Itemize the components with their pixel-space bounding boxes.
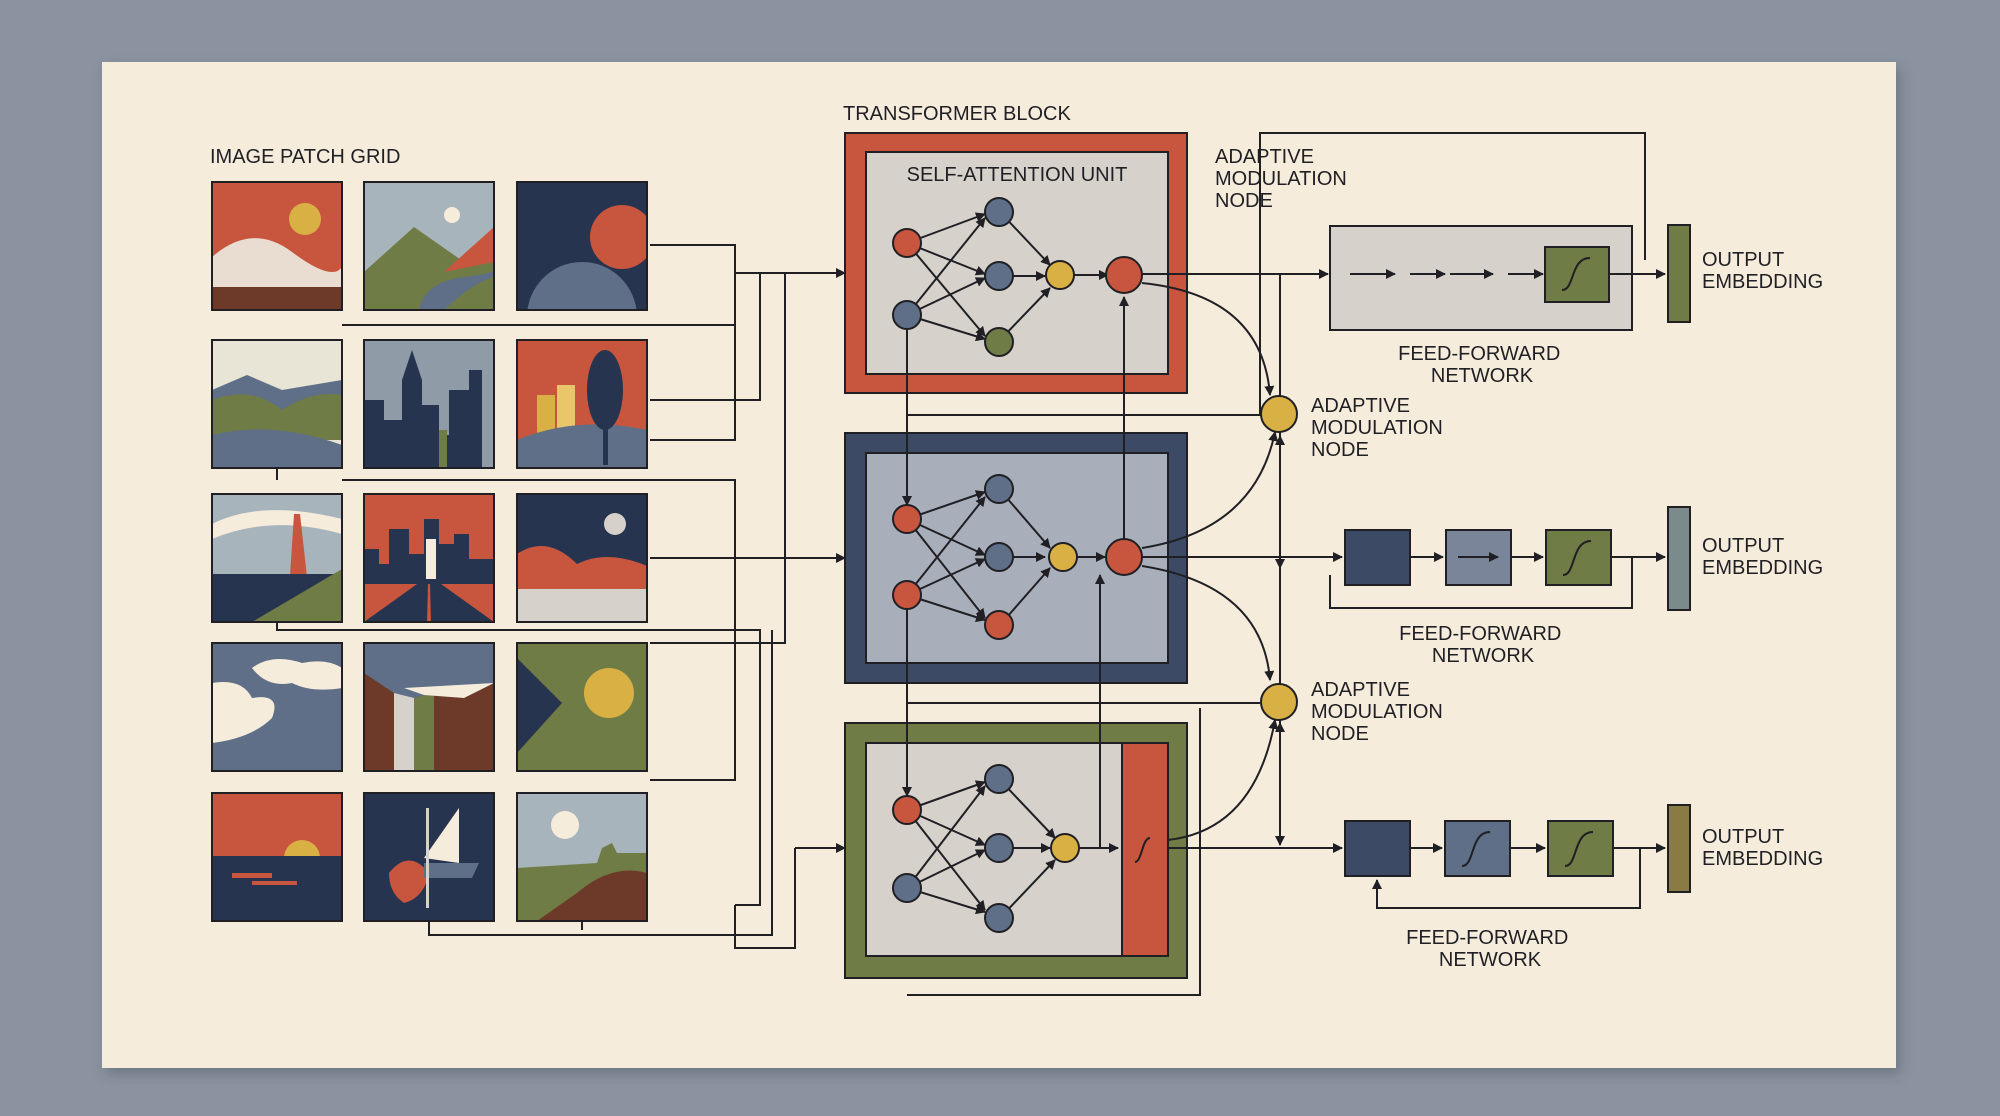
patch-tile-triangle-sun xyxy=(516,642,648,772)
patch-tile-night-moon xyxy=(516,493,648,623)
patch-tile-canyon-walls xyxy=(363,642,495,772)
output-embedding-bar-3 xyxy=(1667,804,1691,893)
ffn-label-2: FEED-FORWARD NETWORK xyxy=(1399,623,1567,667)
transformer-block-low xyxy=(844,722,1188,979)
feed-forward-network-3 xyxy=(1168,804,1691,909)
image-patch-grid xyxy=(211,181,648,922)
adaptive-label-top: ADAPTIVE MODULATION NODE xyxy=(1215,146,1352,212)
patch-tile-moon-night xyxy=(516,181,648,311)
transformer-block-title: TRANSFORMER BLOCK xyxy=(843,103,1071,125)
feed-forward-network-2 xyxy=(1142,506,1691,611)
patch-tile-mountain-road xyxy=(211,493,343,623)
adaptive-label-low: ADAPTIVE MODULATION NODE xyxy=(1311,679,1448,745)
adaptive-node-lower xyxy=(1260,683,1298,721)
patch-tile-city-skyline xyxy=(363,339,495,469)
sigmoid-icon xyxy=(1461,831,1491,867)
attention-net-top xyxy=(892,197,1143,357)
sigmoid-icon xyxy=(1561,257,1591,291)
patch-tile-lake-hills xyxy=(211,339,343,469)
patch-tile-sunset-hills xyxy=(211,181,343,311)
ffn-label-1: FEED-FORWARD NETWORK xyxy=(1398,343,1566,387)
patch-tile-autumn-tree xyxy=(516,339,648,469)
ffn-label-3: FEED-FORWARD NETWORK xyxy=(1406,927,1574,971)
adaptive-label-mid: ADAPTIVE MODULATION NODE xyxy=(1311,395,1448,461)
attention-net-low xyxy=(892,764,1119,933)
output-embedding-bar-2 xyxy=(1667,506,1691,611)
patch-tile-city-road xyxy=(363,493,495,623)
adaptive-node-upper xyxy=(1260,395,1298,433)
patch-tile-sea-sunset xyxy=(211,792,343,922)
self-attention-title: SELF-ATTENTION UNIT xyxy=(907,164,1128,186)
sigmoid-icon xyxy=(1564,831,1594,867)
sigmoid-icon xyxy=(1562,540,1592,576)
output-label-3: OUTPUT EMBEDDING xyxy=(1702,826,1823,870)
feed-forward-network-1 xyxy=(1142,224,1691,331)
output-label-1: OUTPUT EMBEDDING xyxy=(1702,249,1823,293)
attention-net-mid xyxy=(892,474,1143,640)
patch-to-block-wires xyxy=(276,244,846,949)
output-label-2: OUTPUT EMBEDDING xyxy=(1702,535,1823,579)
patch-grid-title: IMAGE PATCH GRID xyxy=(210,146,400,168)
patch-tile-cloud-sky xyxy=(211,642,343,772)
patch-tile-river-valley xyxy=(363,181,495,311)
patch-tile-sailboat xyxy=(363,792,495,922)
output-embedding-bar-1 xyxy=(1667,224,1691,323)
patch-tile-coastal-cliff xyxy=(516,792,648,922)
sigmoid-icon xyxy=(1134,837,1151,863)
inter-block-wires xyxy=(902,132,1646,996)
